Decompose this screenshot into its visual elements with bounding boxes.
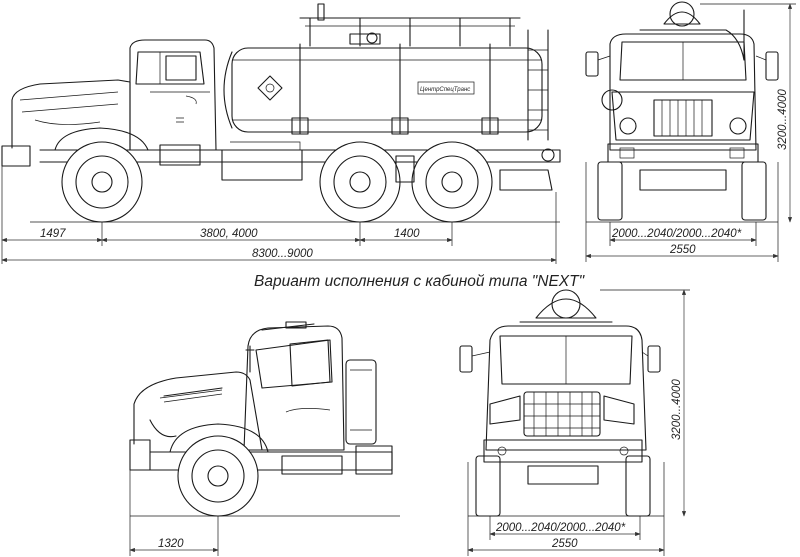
next-front-dimensions: 2000...2040/2000...2040* 2550 3200...400… [467,289,690,556]
dim-rear-axle: 1400 [394,228,420,240]
next-side-view [129,321,400,517]
next-front-view [459,289,664,517]
dim-next-width: 2550 [551,538,578,550]
dim-front-overhang: 1497 [40,228,66,240]
dim-height: 3200...4000 [777,89,789,150]
dim-width: 2550 [669,244,696,256]
side-wheels [61,141,493,223]
dim-next-front-overhang: 1320 [158,538,184,550]
dim-next-track: 2000...2040/2000...2040* [495,522,626,534]
next-side-dimensions: 1320 [129,470,219,556]
dim-track: 2000...2040/2000...2040* [611,228,742,240]
front-view-dimensions: 2000...2040/2000...2040* 2550 3200...400… [585,3,796,262]
next-grille [523,391,601,437]
dim-overall-length: 8300...9000 [252,248,313,260]
dim-wheelbase: 3800, 4000 [200,228,258,240]
front-grille [653,99,713,137]
next-variant-caption: Вариант исполнения с кабиной типа "NEXT" [254,273,586,290]
front-view-classic [585,1,779,223]
tank-logo: ЦентрСпецТранс [420,87,470,93]
dim-next-height: 3200...4000 [671,379,683,440]
side-view-tank-truck: ЦентрСпецТранс [1,3,561,223]
side-view-dimensions: 1497 3800, 4000 1400 8300...9000 [1,166,557,264]
